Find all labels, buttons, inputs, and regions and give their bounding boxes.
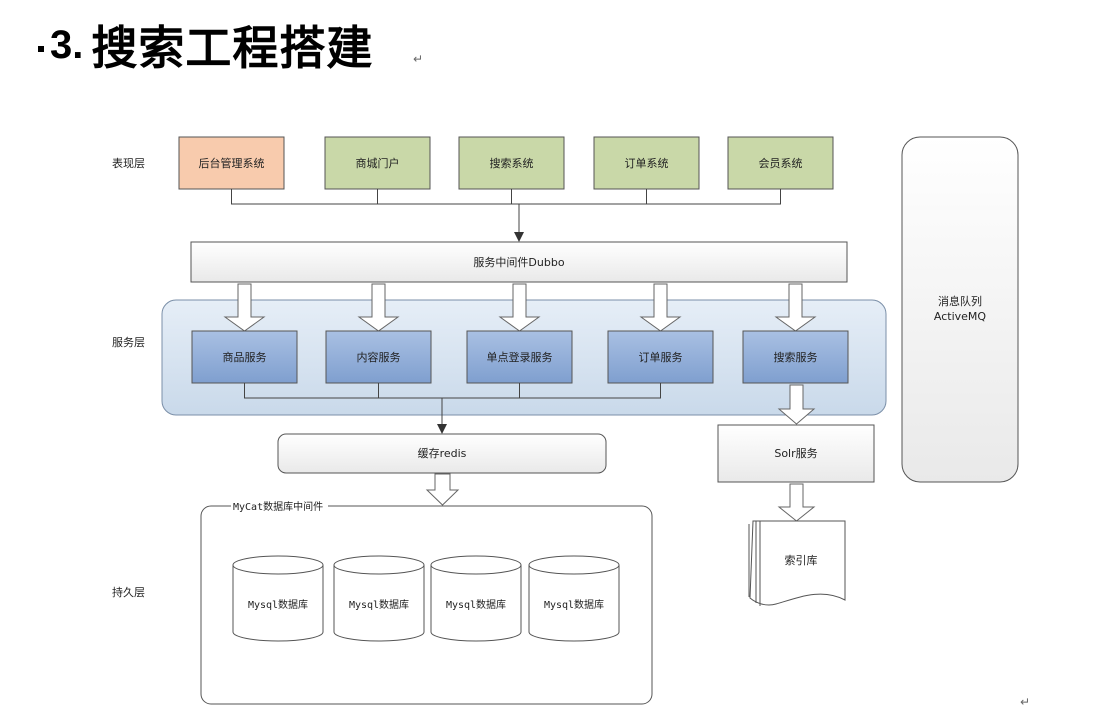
- svg-text:内容服务: 内容服务: [357, 350, 401, 364]
- middleware-dubbo: 服务中间件Dubbo: [190, 241, 848, 283]
- presentation-system-backend: 后台管理系统: [178, 136, 285, 190]
- database-cylinder: Mysql数据库: [430, 555, 522, 642]
- service-order: 订单服务: [607, 330, 714, 384]
- database-cylinder: Mysql数据库: [528, 555, 620, 642]
- title-number: 3.: [50, 22, 84, 67]
- presentation-system-order: 订单系统: [593, 136, 700, 190]
- service-sso: 单点登录服务: [466, 330, 573, 384]
- svg-text:订单服务: 订单服务: [639, 351, 683, 364]
- svg-text:Mysql数据库: Mysql数据库: [446, 598, 506, 611]
- svg-text:消息队列: 消息队列: [938, 294, 982, 308]
- redis-mycat-arrow: [425, 473, 460, 506]
- title-text: 搜索工程搭建: [91, 21, 374, 75]
- cache-redis: 缓存redis: [277, 433, 607, 474]
- paragraph-mark-icon: ↵: [1020, 695, 1031, 709]
- database-cylinder: Mysql数据库: [232, 555, 324, 642]
- solr-index-arrow: [777, 483, 816, 522]
- solr-service: Solr服务: [717, 424, 875, 483]
- page-title: 3. 搜索工程搭建: [38, 10, 373, 80]
- service-product: 商品服务: [191, 330, 298, 384]
- presentation-connectors: [231, 189, 781, 242]
- svg-text:搜索服务: 搜索服务: [774, 350, 818, 364]
- svg-text:Mysql数据库: Mysql数据库: [544, 598, 604, 611]
- svg-text:ActiveMQ: ActiveMQ: [934, 310, 987, 323]
- service-cache-connectors: [244, 383, 661, 434]
- mycat-container: MyCat数据库中间件: [200, 499, 653, 705]
- svg-text:后台管理系统: 后台管理系统: [199, 156, 265, 170]
- svg-text:Mysql数据库: Mysql数据库: [349, 598, 409, 611]
- svg-text:索引库: 索引库: [785, 553, 818, 567]
- svg-text:缓存redis: 缓存redis: [418, 446, 467, 460]
- svg-text:订单系统: 订单系统: [625, 157, 669, 170]
- svg-text:搜索系统: 搜索系统: [490, 156, 534, 170]
- presentation-system-search: 搜索系统: [458, 136, 565, 190]
- presentation-system-portal: 商城门户: [324, 136, 431, 190]
- layer-label-presentation: 表现层: [112, 156, 145, 170]
- svg-text:Solr服务: Solr服务: [774, 447, 817, 460]
- svg-text:会员系统: 会员系统: [759, 157, 803, 170]
- search-solr-arrow: [777, 384, 816, 425]
- dubbo-service-arrows: [223, 283, 817, 332]
- svg-text:商城门户: 商城门户: [356, 156, 400, 170]
- database-cylinder: Mysql数据库: [333, 555, 425, 642]
- bullet-icon: [38, 46, 44, 52]
- index-library: 索引库: [748, 520, 846, 606]
- mycat-label: MyCat数据库中间件: [233, 500, 323, 513]
- layer-label-persistence: 持久层: [112, 585, 145, 599]
- layer-label-service: 服务层: [112, 336, 145, 349]
- svg-text:商品服务: 商品服务: [223, 350, 267, 364]
- svg-text:单点登录服务: 单点登录服务: [487, 350, 553, 364]
- svg-text:服务中间件Dubbo: 服务中间件Dubbo: [473, 256, 564, 269]
- presentation-system-member: 会员系统: [727, 136, 834, 190]
- message-queue-activemq: 消息队列 ActiveMQ: [901, 136, 1019, 483]
- paragraph-mark-icon: ↵: [413, 52, 424, 66]
- service-content: 内容服务: [325, 330, 432, 384]
- service-search: 搜索服务: [742, 330, 849, 384]
- svg-text:Mysql数据库: Mysql数据库: [248, 598, 308, 611]
